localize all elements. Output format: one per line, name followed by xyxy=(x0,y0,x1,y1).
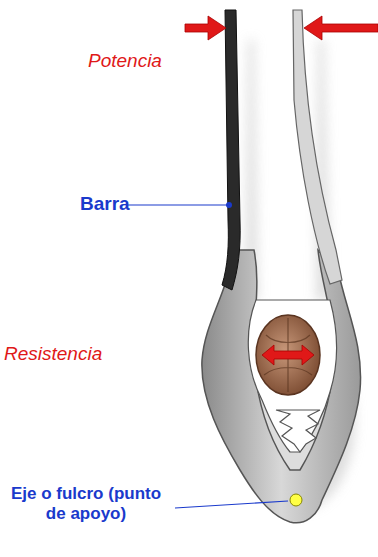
fulcrum-label: Eje o fulcro (punto de apoyo) xyxy=(2,484,170,525)
force-arrow xyxy=(304,16,378,40)
nut xyxy=(256,315,320,395)
leader-dot xyxy=(226,202,232,208)
jaw-teeth xyxy=(276,410,320,452)
leader-line xyxy=(128,204,228,205)
resistance-arrow xyxy=(262,345,314,365)
leader-line xyxy=(175,501,288,508)
force-label: Potencia xyxy=(88,50,162,73)
left-handle xyxy=(222,10,240,290)
part-label: Barra xyxy=(80,193,130,216)
jaw-cavity xyxy=(248,300,336,452)
force-arrow xyxy=(185,16,226,40)
jaw-body xyxy=(202,250,361,523)
resistance-label: Resistencia xyxy=(4,343,102,366)
right-handle xyxy=(293,10,342,284)
fulcrum-pin xyxy=(290,494,302,506)
